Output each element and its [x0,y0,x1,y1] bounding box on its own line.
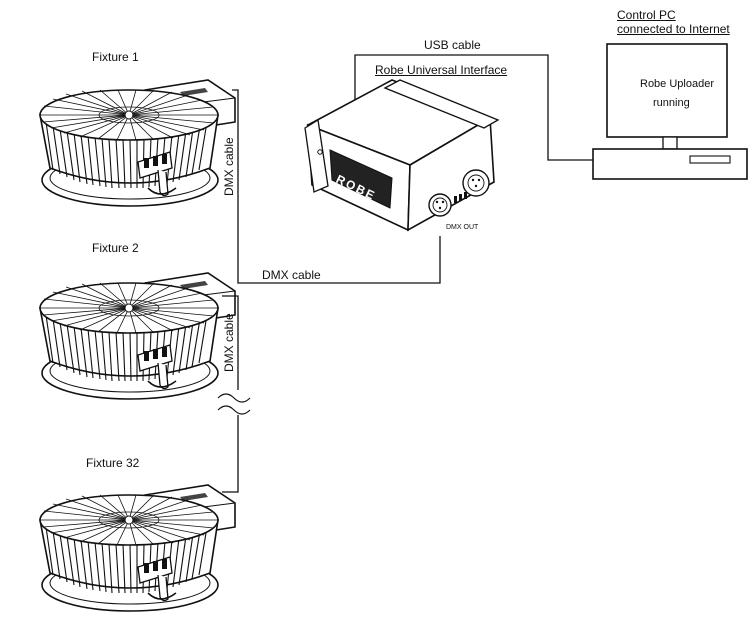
dmx-cable-lines [222,89,441,493]
dmx-out-port-label: DMX OUT [446,224,479,231]
fixture-32-label: Fixture 32 [86,456,140,470]
fixture-2-drawing [39,272,236,400]
usb-cable-label: USB cable [424,38,481,52]
fixture-1-drawing [39,79,236,207]
interface-box-drawing [304,79,500,232]
pc-screen-line-1: Robe Uploader [640,78,714,90]
dmx-cable-vertical-label-2: DMX cable [222,313,236,372]
pc-title-line-2: connected to Internet [617,22,730,36]
fixture-1-label: Fixture 1 [92,50,139,64]
cable-break-icon [217,393,251,415]
fixture-2-label: Fixture 2 [92,241,139,255]
fixture-32-drawing [39,484,236,612]
usb-cable-line [354,54,593,161]
control-pc-drawing [592,43,748,180]
dmx-cable-vertical-label-1: DMX cable [222,137,236,196]
pc-title-line-1: Control PC [617,8,676,22]
pc-screen-line-2: running [653,97,690,109]
dmx-cable-horizontal-label: DMX cable [262,268,321,282]
interface-label: Robe Universal Interface [375,63,508,77]
